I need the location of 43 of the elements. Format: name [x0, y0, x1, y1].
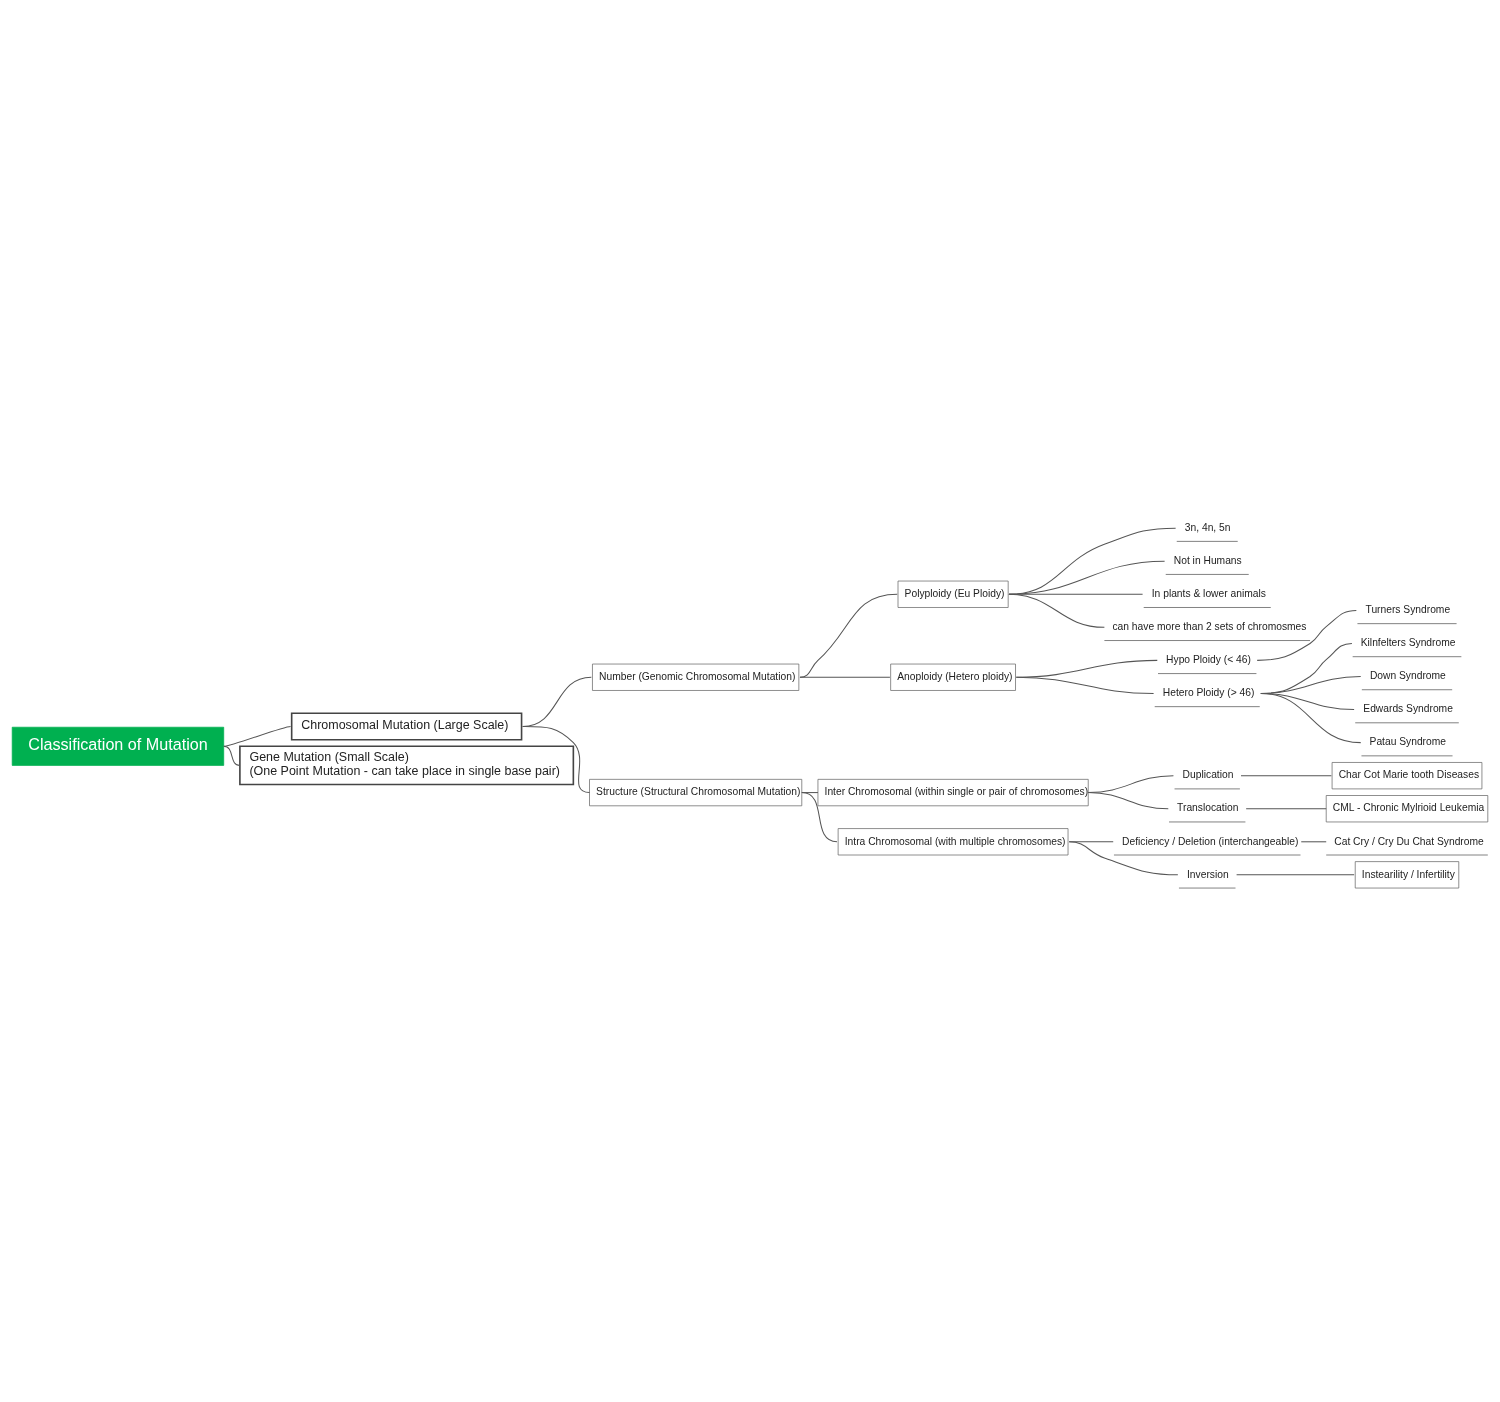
- connector: [223, 725, 292, 747]
- node-text: Hypo Ploidy (< 46): [1166, 653, 1251, 665]
- node-box: Anoploidy (Hetero ploidy): [890, 663, 1016, 691]
- node-box: Number (Genomic Chromosomal Mutation): [592, 663, 800, 691]
- node-box: Instearility / Infertility: [1354, 860, 1460, 888]
- connector: [1240, 774, 1332, 776]
- node-text: Patau Syndrome: [1369, 735, 1447, 747]
- connector: [522, 725, 591, 793]
- node-text: Cat Cry / Cry Du Chat Syndrome: [1334, 835, 1484, 847]
- node-text: Kilnfelters Syndrome: [1360, 636, 1456, 648]
- node-text: Turners Syndrome: [1365, 603, 1451, 615]
- connector: [223, 745, 241, 766]
- node-box: Chromosomal Mutation (Large Scale): [290, 711, 523, 740]
- connector: [1087, 791, 1169, 809]
- connector: [1015, 676, 1155, 694]
- node-text: Duplication: [1182, 768, 1234, 780]
- node-text: Edwards Syndrome: [1363, 702, 1453, 714]
- node-text: can have more than 2 sets of chromosmes: [1112, 620, 1307, 632]
- connector: [1068, 840, 1179, 875]
- node-box: Structure (Structural Chromosomal Mutation): [589, 778, 803, 806]
- node-box: Classification of Mutation: [11, 726, 225, 766]
- connector: [1260, 692, 1362, 743]
- node-text: Hetero Ploidy (> 46): [1162, 686, 1255, 698]
- connector: [1008, 593, 1105, 628]
- connector: [1256, 609, 1357, 661]
- node-text: Not in Humans: [1173, 554, 1242, 566]
- node-box: Intra Chromosomal (with multiple chromosomes): [837, 827, 1069, 855]
- node-text: Translocation: [1177, 801, 1239, 813]
- node-text: 3n, 4n, 5n: [1184, 521, 1231, 533]
- node-text: Inversion: [1187, 868, 1229, 880]
- connector: [1300, 840, 1327, 842]
- node-text: In plants & lower animals: [1151, 587, 1266, 599]
- node-box: Inter Chromosomal (within single or pair of chromosomes): [817, 778, 1089, 806]
- node-box: Char Cot Marie tooth Diseases: [1331, 761, 1483, 789]
- connector: [1236, 873, 1355, 875]
- node-text: Down Syndrome: [1369, 669, 1446, 681]
- node-box: CML - Chronic Mylrioid Leukemia: [1325, 794, 1489, 822]
- connector: [799, 593, 898, 678]
- connector: [1245, 807, 1327, 809]
- node-box: Polyploidy (Eu Ploidy): [897, 580, 1009, 608]
- node-text: Deficiency / Deletion (interchangeable): [1122, 835, 1299, 847]
- connector: [799, 676, 891, 678]
- node-box: Gene Mutation (Small Scale) (One Point Mutation - can take place in single base pair): [239, 745, 575, 785]
